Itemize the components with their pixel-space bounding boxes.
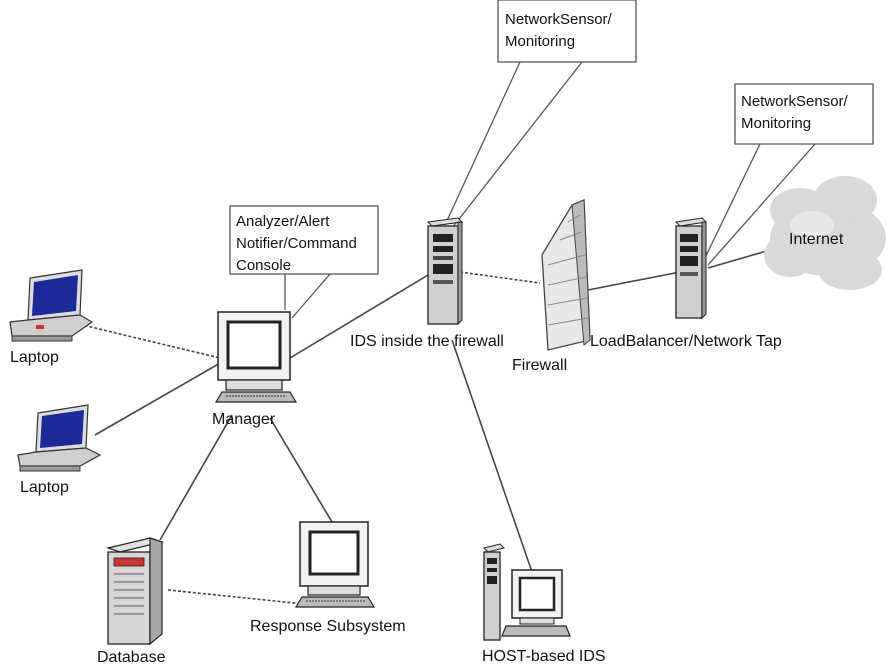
firewall-icon bbox=[541, 199, 591, 351]
laptop-bottom-label: Laptop bbox=[20, 479, 69, 496]
database-label: Database bbox=[97, 649, 166, 666]
loadbalancer-label: LoadBalancer/Network Tap bbox=[590, 333, 782, 350]
link-firewall-loadbalancer bbox=[587, 271, 681, 291]
sensor-top-line2: Monitoring bbox=[505, 33, 575, 50]
analyzer-line2: Notifier/Command bbox=[236, 235, 357, 252]
internet-label: Internet bbox=[789, 231, 844, 248]
callout-analyzer: Analyzer/Alert Notifier/Command Console bbox=[229, 205, 379, 319]
link-manager-response bbox=[269, 417, 333, 523]
host-ids-label: HOST-based IDS bbox=[482, 648, 606, 665]
loadbalancer-server-icon bbox=[674, 217, 708, 320]
response-subsystem-label: Response Subsystem bbox=[250, 618, 406, 635]
firewall-label: Firewall bbox=[512, 357, 567, 374]
sensor-right-line1: NetworkSensor/ bbox=[741, 93, 849, 110]
response-monitor-icon bbox=[294, 521, 376, 608]
link-ids-firewall bbox=[459, 271, 541, 284]
laptop-top-icon bbox=[9, 269, 94, 342]
internet-cloud-icon bbox=[764, 176, 886, 290]
host-ids-icon bbox=[483, 543, 571, 641]
ids-server-icon bbox=[426, 217, 464, 326]
callout-sensor-top: NetworkSensor/ Monitoring bbox=[444, 0, 637, 229]
analyzer-line3: Console bbox=[236, 257, 291, 274]
analyzer-line1: Analyzer/Alert bbox=[236, 213, 330, 230]
connections bbox=[69, 249, 771, 605]
laptop-top-label: Laptop bbox=[10, 349, 59, 366]
link-loadbalancer-internet bbox=[707, 249, 771, 269]
manager-label: Manager bbox=[212, 411, 276, 428]
sensor-top-line1: NetworkSensor/ bbox=[505, 11, 613, 28]
laptop-bottom-icon bbox=[17, 404, 102, 472]
manager-monitor-icon bbox=[214, 311, 298, 403]
link-manager-database bbox=[159, 414, 233, 541]
database-server-icon bbox=[105, 537, 165, 646]
link-laptop-top-manager bbox=[69, 321, 221, 359]
callout-sensor-right: NetworkSensor/ Monitoring bbox=[702, 83, 874, 266]
link-laptop-bottom-manager bbox=[94, 361, 223, 436]
link-ids-host bbox=[451, 339, 533, 573]
link-database-response bbox=[167, 589, 305, 605]
link-manager-ids bbox=[289, 274, 429, 359]
sensor-right-line2: Monitoring bbox=[741, 115, 811, 132]
ids-inside-label: IDS inside the firewall bbox=[350, 333, 504, 350]
